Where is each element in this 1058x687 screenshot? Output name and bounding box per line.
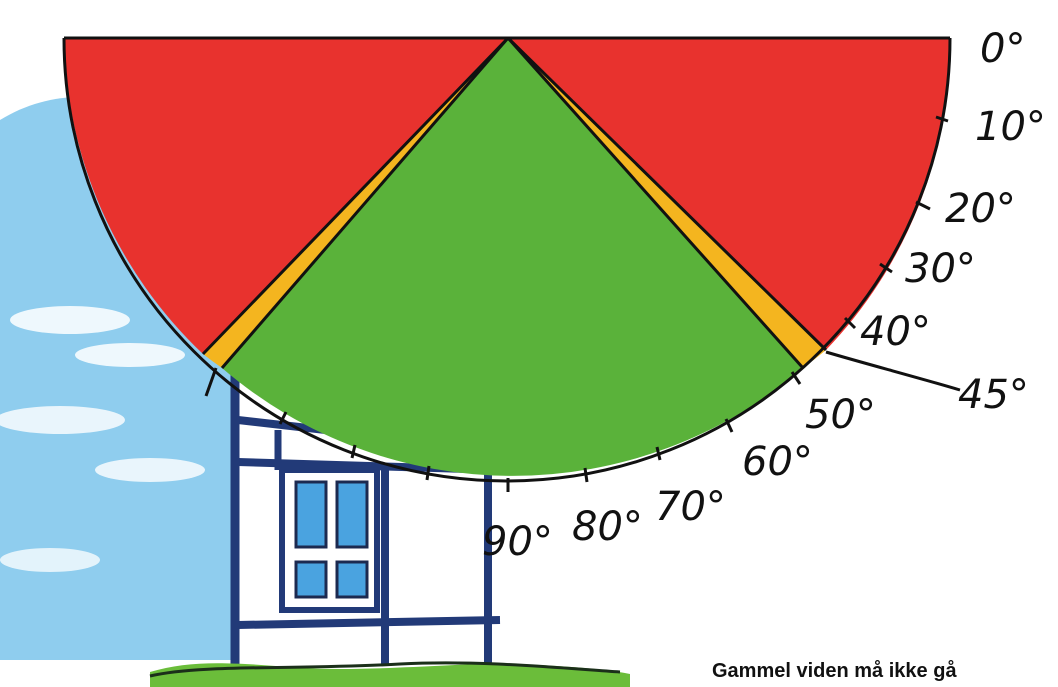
angle-label-10: 10° — [975, 104, 1046, 150]
angle-label-80: 80° — [572, 504, 643, 550]
angle-label-0: 0° — [980, 26, 1025, 72]
angle-label-70: 70° — [655, 484, 726, 530]
angle-label-30: 30° — [905, 246, 976, 292]
angle-label-90: 90° — [482, 519, 553, 565]
caption-text: Gammel viden må ikke gå — [712, 660, 957, 683]
leader-line-45 — [826, 352, 960, 390]
angle-label-40: 40° — [860, 309, 931, 355]
angle-label-60: 60° — [742, 439, 813, 485]
angle-label-45: 45° — [958, 372, 1029, 418]
house-window — [282, 470, 377, 610]
angle-label-50: 50° — [805, 392, 876, 438]
angle-label-20: 20° — [945, 186, 1016, 232]
